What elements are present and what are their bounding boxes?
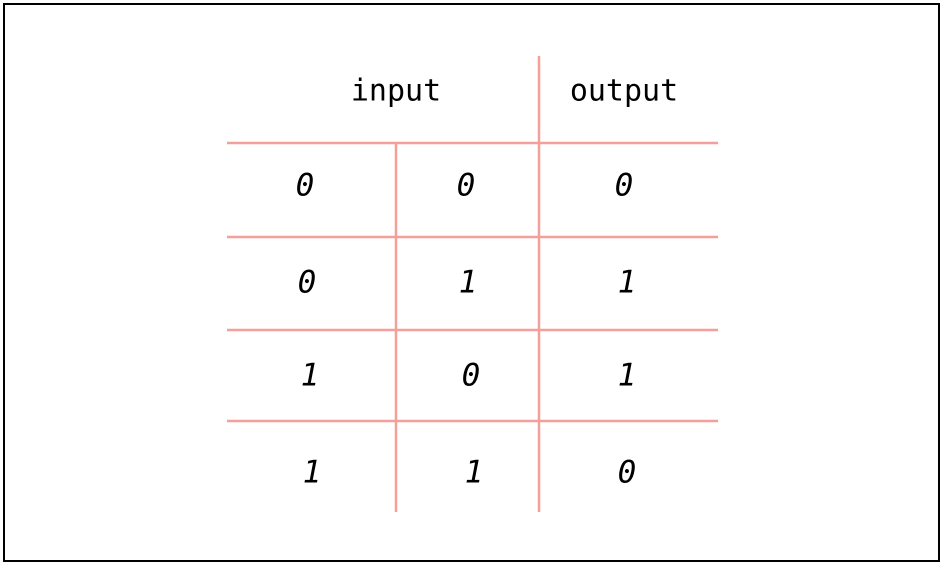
cell-output: 0 <box>618 455 637 491</box>
cell-input-b: 1 <box>459 265 478 301</box>
cell-output: 1 <box>618 358 637 394</box>
cell-input-a: 0 <box>298 265 317 301</box>
diagram-frame <box>3 3 940 562</box>
cell-input-b: 1 <box>465 455 484 491</box>
cell-input-a: 0 <box>296 168 315 204</box>
table-rules <box>227 56 718 512</box>
cell-input-b: 0 <box>462 358 481 394</box>
cell-input-b: 0 <box>457 168 476 204</box>
table-row: 0 1 1 <box>298 265 637 301</box>
cell-output: 0 <box>615 168 634 204</box>
cell-input-a: 1 <box>301 358 320 394</box>
header-output: output <box>570 74 678 109</box>
cell-output: 1 <box>618 265 637 301</box>
table-row: 1 0 1 <box>301 358 637 394</box>
header-input: input <box>351 74 441 109</box>
table-row: 0 0 0 <box>296 168 634 204</box>
cell-input-a: 1 <box>303 455 322 491</box>
table-row: 1 1 0 <box>303 455 637 491</box>
